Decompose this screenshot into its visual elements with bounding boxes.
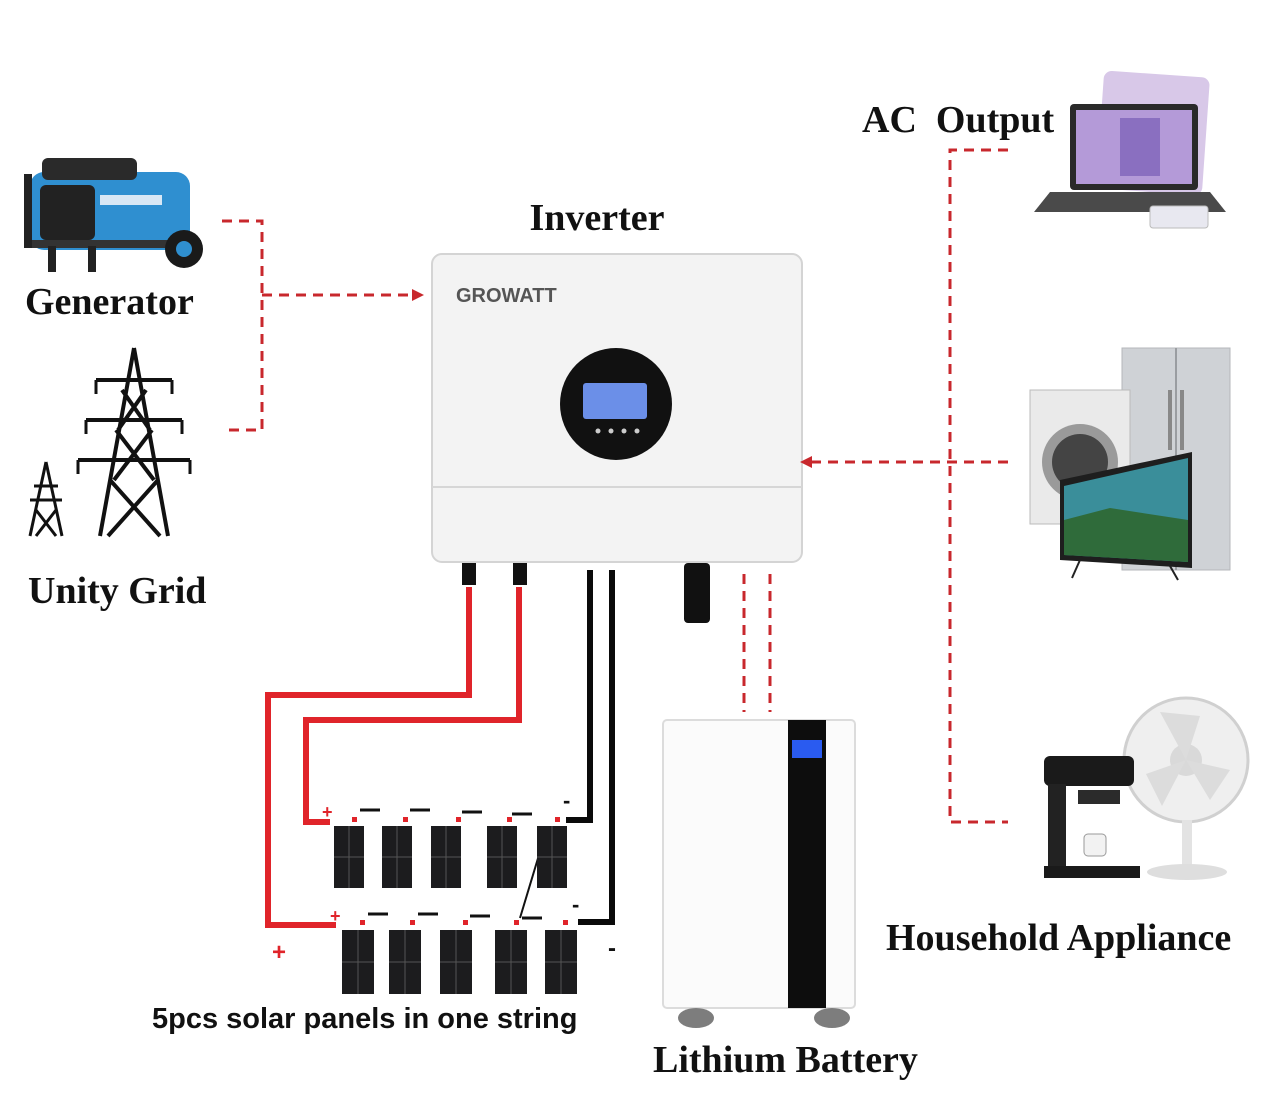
minus-marker: - (608, 935, 616, 962)
solar-panel (431, 826, 461, 888)
inverter-lcd-screen (583, 383, 647, 419)
power-tower-icon (28, 347, 192, 538)
solar-panel (342, 930, 374, 994)
solar-string-label: 5pcs solar panels in one string (152, 1003, 577, 1035)
inverter-title: Inverter (529, 197, 664, 239)
solar-panel (495, 930, 527, 994)
household-appliance-label: Household Appliance (886, 917, 1231, 959)
solar-panel (537, 826, 567, 888)
generator-grid-connection (222, 219, 424, 432)
grid-label: Unity Grid (28, 570, 206, 612)
battery-connection (742, 574, 772, 712)
solar-panel (334, 826, 364, 888)
solar-panel (545, 930, 577, 994)
appliances-fridge-washer-tv-icon (1029, 347, 1231, 581)
battery-display (792, 740, 822, 758)
laptop-tablet-icon (1034, 70, 1226, 229)
inverter-unit: GROWATT (431, 253, 803, 623)
solar-panel (382, 826, 412, 888)
inverter-brand-logo: GROWATT (456, 285, 557, 307)
solar-panel (440, 930, 472, 994)
minus-marker: - (572, 892, 579, 917)
plus-marker: + (322, 802, 333, 822)
plus-marker: + (272, 939, 286, 966)
solar-panel-row-top (334, 808, 567, 888)
ac-output-connection (800, 148, 1008, 824)
solar-panel-row-bottom (342, 912, 577, 994)
minus-marker: - (563, 788, 570, 813)
coffee-machine-fan-icon (1044, 696, 1250, 880)
plus-marker: + (330, 906, 341, 926)
lithium-battery-unit (662, 719, 856, 1028)
solar-panel (389, 930, 421, 994)
solar-panel (487, 826, 517, 888)
generator-icon (24, 158, 203, 272)
generator-label: Generator (25, 281, 194, 323)
ac-output-label: AC Output (862, 99, 1054, 141)
solar-positive-wires (265, 587, 522, 928)
battery-label: Lithium Battery (653, 1039, 918, 1081)
